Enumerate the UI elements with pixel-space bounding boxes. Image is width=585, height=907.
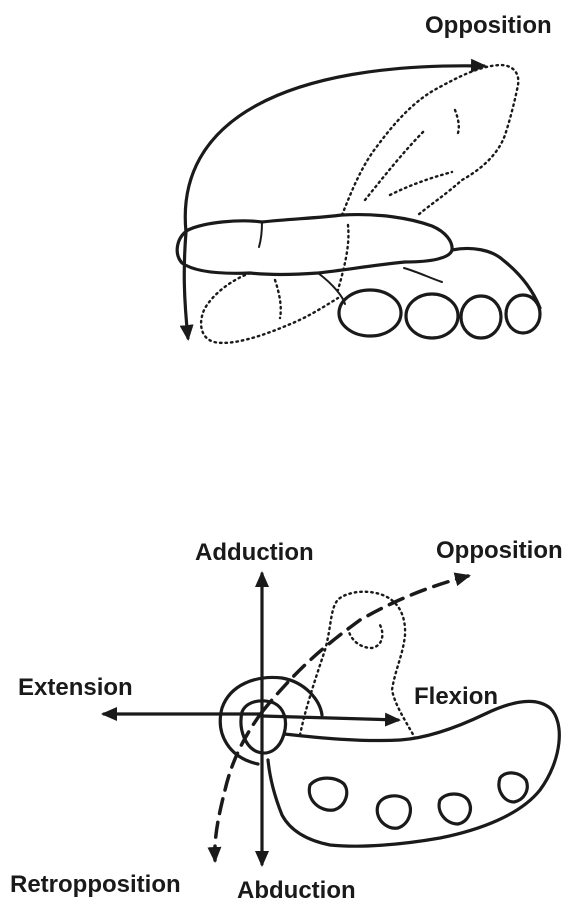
finger-knuckle-b1	[309, 778, 346, 810]
finger-knuckle-3	[461, 296, 501, 338]
finger-knuckle-2	[406, 294, 458, 338]
retropposition-label: Retropposition	[10, 873, 181, 897]
top-hand-illustration	[177, 65, 540, 343]
adduction-label: Adduction	[195, 541, 314, 565]
opposed-thumb-dotted	[342, 65, 518, 215]
bottom-hand-illustration	[104, 574, 559, 864]
abduction-label: Abduction	[237, 879, 356, 903]
flexion-arrow	[262, 716, 398, 720]
flexion-label: Flexion	[414, 685, 498, 709]
finger-knuckle-4	[506, 295, 540, 333]
retro-arc-arrow	[184, 232, 188, 338]
finger-knuckle-1	[339, 290, 401, 336]
finger-knuckle-b2	[377, 796, 410, 828]
opposition-arc-arrow	[185, 66, 484, 232]
extension-label: Extension	[18, 676, 133, 700]
palm-solid-outline	[452, 248, 540, 308]
thumb-solid-outline	[177, 215, 452, 275]
retroposed-thumb-dotted	[201, 273, 338, 343]
finger-knuckle-b4	[499, 773, 527, 802]
bottom-opposition-label: Opposition	[436, 539, 563, 563]
top-opposition-label: Opposition	[425, 14, 552, 38]
finger-knuckle-b3	[439, 794, 470, 824]
